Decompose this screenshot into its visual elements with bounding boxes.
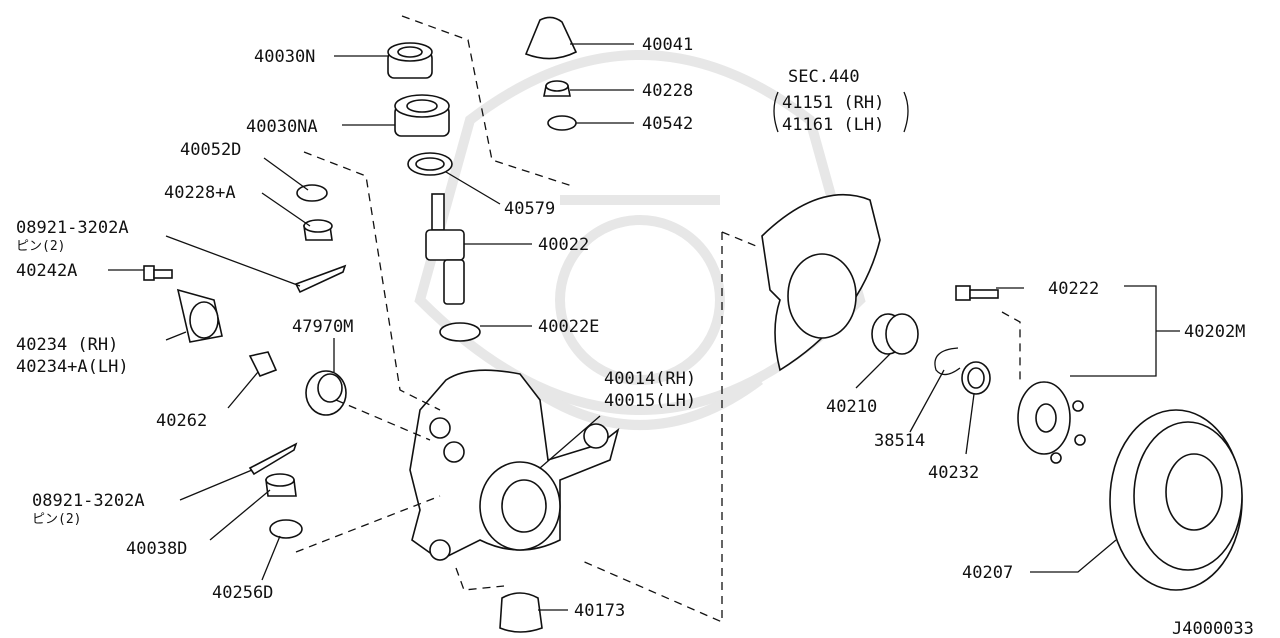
label-40202M: 40202M: [1184, 322, 1245, 342]
nut-40262-shape: [248, 351, 278, 378]
pin-bottom-shape: [248, 442, 298, 476]
label-40222: 40222: [1048, 279, 1099, 299]
hub-40202M-shape: [1017, 381, 1086, 464]
seal-40232-shape: [961, 361, 991, 395]
boot-47970M-shape: [305, 370, 347, 416]
label-40242A: 40242A: [16, 261, 77, 281]
nut-40038D-shape: [265, 473, 297, 497]
label-pin-top: ピン(2): [16, 239, 65, 254]
sec-bracket-right: [903, 91, 909, 133]
label-08921-bottom: 08921-3202A: [32, 491, 145, 511]
label-40234A: 40234+A(LH): [16, 357, 129, 377]
leader-lines: [108, 43, 1180, 611]
label-47970M: 47970M: [292, 317, 353, 337]
bolt-40242A-shape: [143, 265, 173, 281]
nut-40228-shape: [543, 80, 571, 97]
label-40015: 40015(LH): [604, 391, 696, 411]
label-40228: 40228: [642, 81, 693, 101]
backing-plate-shape: [761, 193, 881, 372]
label-08921-top: 08921-3202A: [16, 218, 129, 238]
label-40207: 40207: [962, 563, 1013, 583]
nut-40228A-shape: [303, 219, 333, 241]
label-40038D: 40038D: [126, 539, 187, 559]
rotor-40207-shape: [1109, 409, 1243, 591]
label-41151: 41151 (RH): [782, 93, 884, 113]
kingpin-40022-shape: [425, 193, 465, 305]
label-41161: 41161 (LH): [782, 115, 884, 135]
label-40052D: 40052D: [180, 140, 241, 160]
knuckle-40014-shape: [409, 369, 620, 561]
label-40022: 40022: [538, 235, 589, 255]
ring-40022E-shape: [439, 322, 481, 342]
hub-bolt-40222-shape: [955, 285, 999, 301]
label-40030N: 40030N: [254, 47, 315, 67]
label-40228A: 40228+A: [164, 183, 236, 203]
part-labels: 40030N 40030NA 40052D 40228+A 08921-3202…: [16, 35, 1254, 638]
label-40030NA: 40030NA: [246, 117, 318, 137]
label-40173: 40173: [574, 601, 625, 621]
washer-40542-shape: [547, 115, 577, 131]
boot-40041-shape: [524, 16, 578, 60]
label-38514: 38514: [874, 431, 925, 451]
snapring-38514-shape: [934, 347, 961, 376]
figure-id: J4000033: [1172, 619, 1254, 638]
label-40579: 40579: [504, 199, 555, 219]
washer-40256D-shape: [269, 519, 303, 539]
bracket-40234-shape: [176, 288, 223, 343]
label-40542: 40542: [642, 114, 693, 134]
label-40210: 40210: [826, 397, 877, 417]
washer-40052D-shape: [296, 184, 328, 202]
bearing-40030NA-shape: [394, 94, 450, 137]
assembly-dashed-lines: [295, 15, 1021, 623]
label-40022E: 40022E: [538, 317, 599, 337]
label-40256D: 40256D: [212, 583, 273, 603]
pin-top-shape: [294, 264, 347, 294]
boot-40173-shape: [499, 592, 543, 633]
label-40262: 40262: [156, 411, 207, 431]
label-40232: 40232: [928, 463, 979, 483]
label-pin-bottom: ピン(2): [32, 512, 81, 527]
sec-bracket-left: [773, 91, 779, 133]
label-40234: 40234 (RH): [16, 335, 118, 355]
label-40014: 40014(RH): [604, 369, 696, 389]
bearing-40030N-shape: [387, 42, 433, 79]
label-40041: 40041: [642, 35, 693, 55]
ring-40579-shape: [407, 152, 453, 176]
bearing-40210-shape: [871, 313, 919, 355]
label-sec440: SEC.440: [788, 67, 860, 87]
